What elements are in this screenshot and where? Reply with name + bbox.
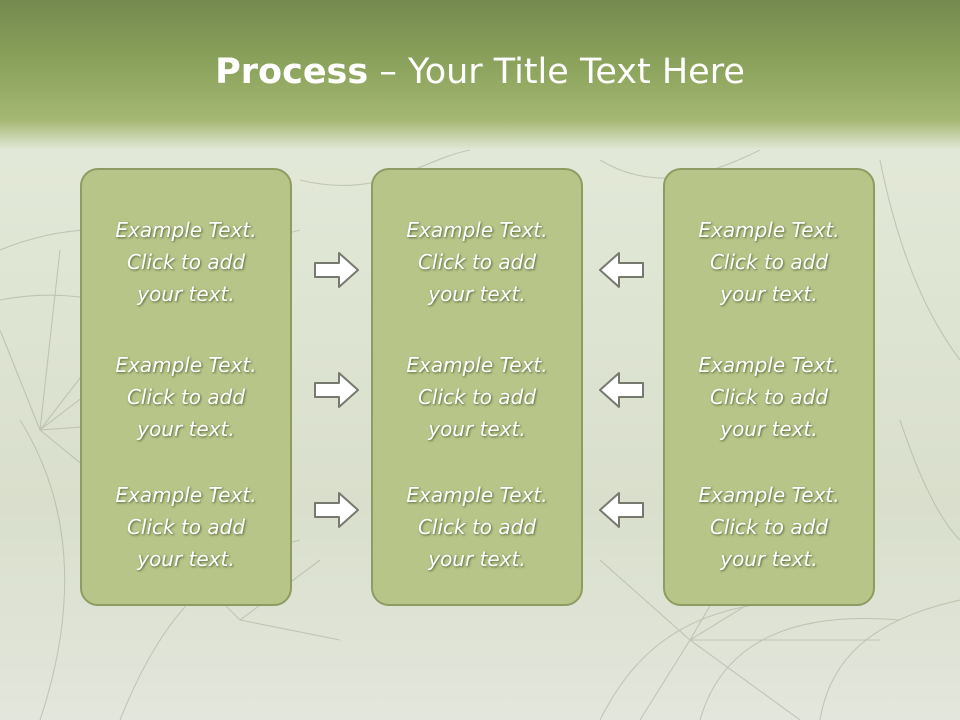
text-line: Example Text. [406,218,548,242]
text-line: your text. [428,282,526,306]
text-line: Click to add [126,250,246,274]
text-block[interactable]: Example Text. Click to add your text. [82,479,290,575]
text-line: your text. [137,417,235,441]
text-line: your text. [137,547,235,571]
text-line: your text. [428,417,526,441]
text-line: Click to add [126,515,246,539]
text-line: Click to add [709,515,829,539]
left-arrow-icon [599,372,644,408]
text-line: your text. [137,282,235,306]
text-line: Click to add [709,385,829,409]
text-line: Click to add [709,250,829,274]
text-block[interactable]: Example Text. Click to add your text. [373,349,581,445]
text-line: Example Text. [698,218,840,242]
right-arrow-icon [314,252,359,288]
text-line: Example Text. [698,353,840,377]
process-box-left: Example Text. Click to add your text. Ex… [80,168,292,606]
text-line: Click to add [126,385,246,409]
text-block[interactable]: Example Text. Click to add your text. [373,214,581,310]
left-arrow-icon [599,252,644,288]
text-line: Example Text. [406,483,548,507]
text-line: Click to add [417,250,537,274]
process-box-center: Example Text. Click to add your text. Ex… [371,168,583,606]
title-band [0,0,960,150]
text-line: Example Text. [406,353,548,377]
text-block[interactable]: Example Text. Click to add your text. [82,214,290,310]
text-block[interactable]: Example Text. Click to add your text. [665,214,873,310]
text-block[interactable]: Example Text. Click to add your text. [665,349,873,445]
text-line: Click to add [417,385,537,409]
text-line: your text. [720,282,818,306]
text-block[interactable]: Example Text. Click to add your text. [82,349,290,445]
title-rest: – Your Title Text Here [368,52,745,92]
text-line: Click to add [417,515,537,539]
right-arrow-icon [314,492,359,528]
text-line: your text. [428,547,526,571]
text-line: Example Text. [698,483,840,507]
right-arrow-icon [314,372,359,408]
process-box-right: Example Text. Click to add your text. Ex… [663,168,875,606]
text-line: Example Text. [115,218,257,242]
text-line: your text. [720,417,818,441]
text-line: Example Text. [115,483,257,507]
slide-title: Process – Your Title Text Here [0,52,960,92]
title-bold: Process [215,52,369,92]
left-arrow-icon [599,492,644,528]
text-line: Example Text. [115,353,257,377]
text-line: your text. [720,547,818,571]
text-block[interactable]: Example Text. Click to add your text. [373,479,581,575]
text-block[interactable]: Example Text. Click to add your text. [665,479,873,575]
